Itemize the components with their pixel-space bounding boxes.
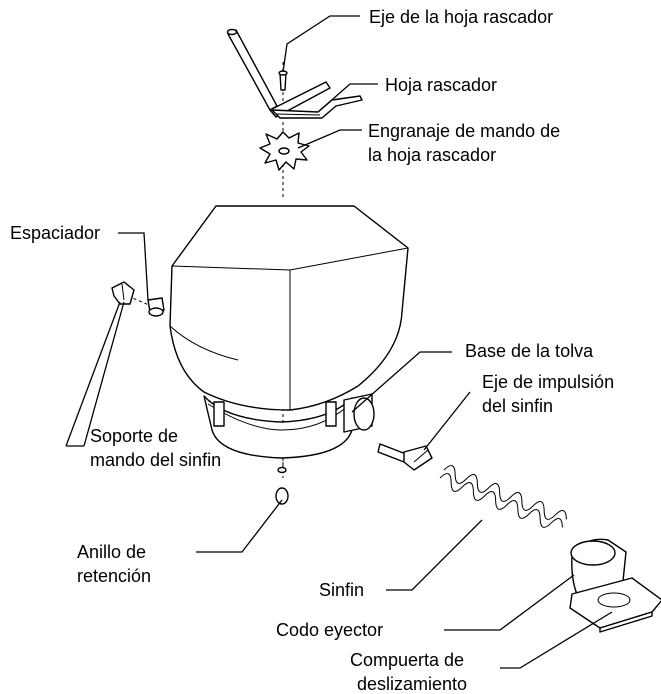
label-drive-gear-line2: la hoja rascador	[368, 145, 496, 165]
label-scraper-blade: Hoja rascador	[385, 75, 497, 95]
label-auger: Sinfin	[319, 580, 364, 600]
label-spacer: Espaciador	[10, 223, 100, 243]
label-drive-gear-line1: Engranaje de mando de	[368, 121, 560, 141]
label-auger-drive-support-line1: Soporte de	[90, 426, 178, 446]
auger-drive-support-part	[111, 281, 135, 305]
hopper-part	[169, 205, 409, 411]
label-slide-gate-line1: Compuerta de	[350, 650, 464, 670]
label-hopper-base: Base de la tolva	[465, 341, 594, 361]
label-ejector-elbow: Codo eyector	[276, 620, 383, 640]
label-retaining-ring-line2: retención	[77, 566, 151, 586]
label-retaining-ring-line1: Anillo de	[77, 542, 146, 562]
scraper-blade-shaft-part	[226, 28, 331, 118]
leader-lines	[65, 15, 613, 669]
auger-part	[439, 465, 567, 528]
label-scraper-blade-shaft: Eje de la hoja rascador	[369, 7, 553, 27]
spacer-part	[147, 297, 165, 317]
label-slide-gate-line2: deslizamiento	[357, 674, 467, 694]
labels: Eje de la hoja rascador Hoja rascador En…	[10, 7, 614, 694]
label-auger-drive-support-line2: mando del sinfin	[90, 450, 221, 470]
label-auger-drive-shaft-line1: Eje de impulsión	[482, 372, 614, 392]
auger-drive-shaft-part	[377, 443, 433, 471]
retaining-ring-part	[275, 466, 289, 505]
slide-gate-part	[569, 577, 661, 633]
scraper-drive-gear-part	[259, 131, 310, 171]
label-auger-drive-shaft-line2: del sinfin	[482, 396, 553, 416]
